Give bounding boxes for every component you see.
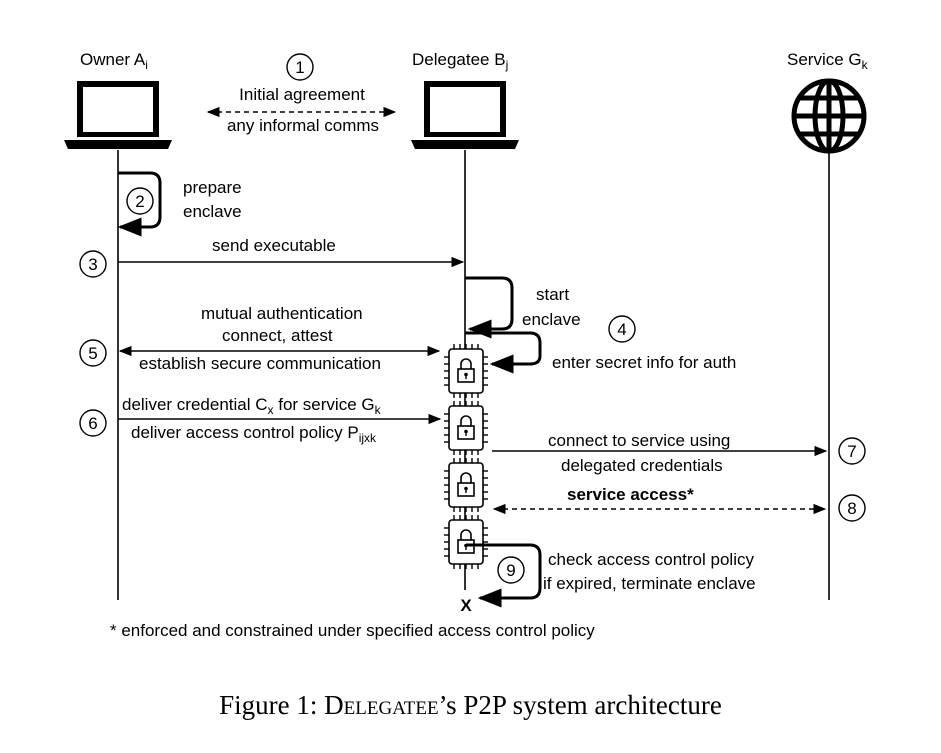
svg-text:any informal comms: any informal comms: [227, 116, 379, 135]
svg-text:connect, attest: connect, attest: [222, 326, 333, 345]
svg-text:4: 4: [617, 320, 626, 339]
svg-text:5: 5: [88, 344, 97, 363]
svg-text:6: 6: [88, 414, 97, 433]
svg-text:check access control policy: check access control policy: [548, 550, 754, 569]
enclave-chip-icon: [443, 514, 489, 570]
delegatee-label: Delegatee Bj: [412, 50, 508, 72]
svg-text:mutual authentication: mutual authentication: [201, 304, 363, 323]
step-6: 6 deliver credential Cx for service Gk d…: [79, 395, 442, 445]
svg-text:Initial agreement: Initial agreement: [239, 85, 365, 104]
svg-text:8: 8: [847, 499, 856, 518]
step-3: 3 send executable: [79, 236, 465, 278]
svg-text:enclave: enclave: [522, 310, 581, 329]
svg-text:if expired, terminate enclave: if expired, terminate enclave: [543, 574, 756, 593]
footnote: * enforced and constrained under specifi…: [110, 621, 595, 640]
enclave-chip-icon: [443, 457, 489, 513]
svg-text:7: 7: [847, 442, 856, 461]
owner-laptop-icon: [64, 81, 172, 149]
svg-text:send executable: send executable: [212, 236, 336, 255]
svg-text:3: 3: [88, 255, 97, 274]
service-label: Service Gk: [787, 50, 869, 72]
svg-text:start: start: [536, 285, 569, 304]
step-7: connect to service using delegated crede…: [492, 431, 866, 475]
step-1: 1 Initial agreement any informal comms: [206, 53, 397, 135]
terminate-mark: X: [460, 596, 472, 615]
delegatee-laptop-icon: [411, 81, 519, 149]
step-8: service access* 8: [492, 485, 866, 522]
svg-text:connect to service using: connect to service using: [548, 431, 730, 450]
figure-caption: Figure 1: Delegatee’s P2P system archite…: [219, 690, 722, 720]
owner-label: Owner Ai: [80, 50, 148, 72]
svg-text:deliver access control policy: deliver access control policy Pijxk: [131, 423, 377, 445]
svg-text:1: 1: [295, 58, 304, 77]
step-9: 9 check access control policy if expired…: [460, 543, 756, 615]
step-2: 2 prepare enclave: [117, 171, 242, 237]
svg-text:9: 9: [506, 561, 515, 580]
step-4: start enclave 4 enter secret info for au…: [465, 276, 736, 374]
enclave-chip-icon: [443, 343, 489, 399]
svg-text:delegated credentials: delegated credentials: [561, 456, 723, 475]
globe-icon: [791, 78, 867, 154]
sequence-diagram: Owner Ai Delegatee Bj Service Gk 1 Initi…: [64, 50, 869, 640]
svg-text:enclave: enclave: [183, 202, 242, 221]
svg-text:2: 2: [135, 192, 144, 211]
svg-text:enter secret info for auth: enter secret info for auth: [552, 353, 736, 372]
enclave-chip-icon: [443, 400, 489, 456]
svg-text:establish secure communication: establish secure communication: [139, 354, 381, 373]
svg-text:prepare: prepare: [183, 178, 242, 197]
svg-text:deliver credential Cx for serv: deliver credential Cx for service Gk: [122, 395, 382, 417]
svg-text:service access*: service access*: [567, 485, 694, 504]
step-5: 5 mutual authentication connect, attest …: [79, 304, 441, 373]
